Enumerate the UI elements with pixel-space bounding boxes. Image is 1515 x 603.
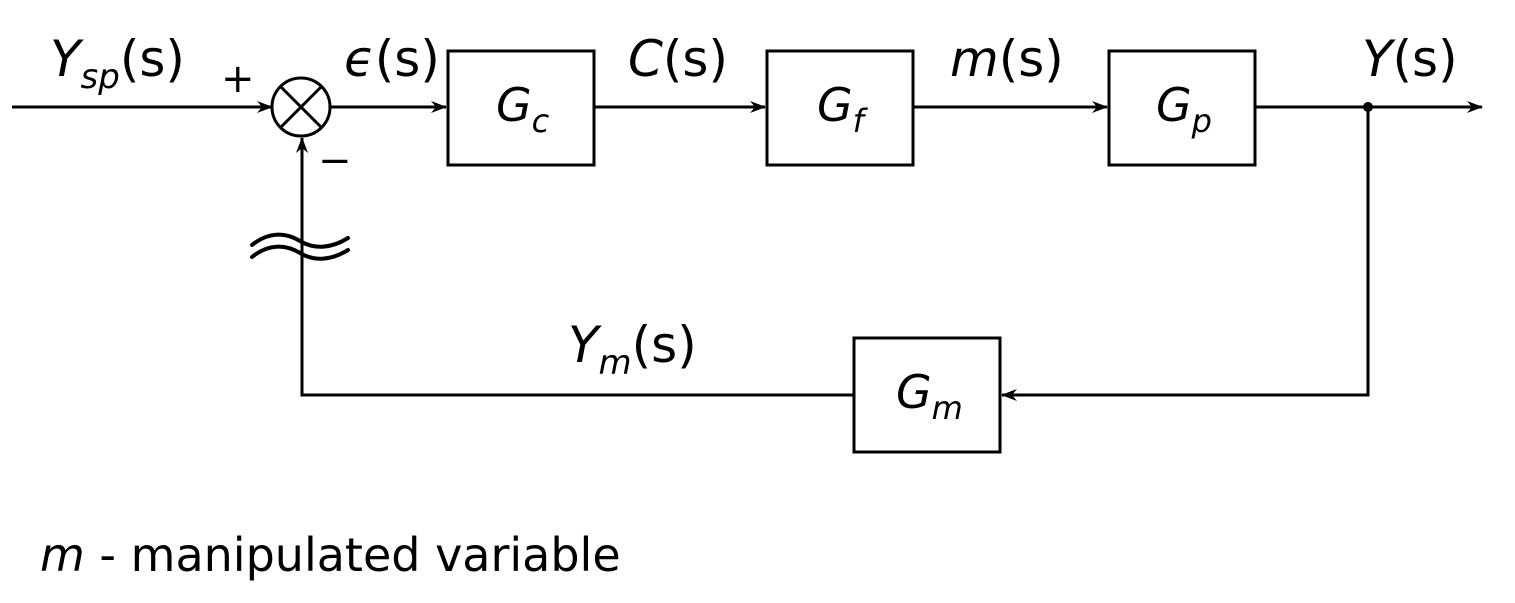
process-sub: p	[1191, 102, 1212, 140]
controller-block-label: Gc	[496, 82, 549, 137]
setpoint-arg: (s)	[119, 30, 185, 88]
feedback-path	[1001, 107, 1370, 401]
footnote-text: - manipulated variable	[84, 528, 621, 582]
controller-sub: c	[531, 102, 550, 140]
plus-sign: +	[221, 56, 255, 102]
measured-label: Ym(s)	[568, 320, 697, 380]
controller-output-label: C(s)	[628, 34, 728, 84]
error-main: ϵ	[344, 30, 375, 88]
error-label: ϵ(s)	[344, 34, 440, 84]
process-block-label: Gp	[1156, 82, 1212, 137]
manipulated-label: m(s)	[950, 34, 1064, 84]
error-arg: (s)	[374, 30, 440, 88]
measured-main: Y	[568, 316, 599, 374]
controller-output-arg: (s)	[662, 30, 728, 88]
takeoff-point	[1363, 102, 1373, 112]
final-element-block-label: Gf	[817, 82, 864, 137]
summing-junction-cross	[279, 85, 323, 129]
measured-feedback-path	[296, 137, 854, 397]
final-element-main: G	[817, 78, 853, 132]
minus-sign: −	[318, 138, 352, 184]
measurement-sub: m	[931, 389, 963, 427]
setpoint-label: Ysp(s)	[50, 34, 185, 94]
footnote-symbol: m	[40, 528, 85, 582]
measurement-block-label: Gm	[896, 369, 963, 424]
controller-output-main: C	[628, 30, 663, 88]
manipulated-arg: (s)	[998, 30, 1064, 88]
output-label: Y(s)	[1362, 34, 1458, 84]
output-arg: (s)	[1392, 30, 1458, 88]
manipulated-main: m	[950, 30, 999, 88]
controller-main: G	[496, 78, 532, 132]
output-main: Y	[1362, 30, 1393, 88]
line-break-symbol	[250, 232, 350, 261]
process-main: G	[1156, 78, 1192, 132]
measured-arg: (s)	[631, 316, 697, 374]
setpoint-sub: sp	[80, 57, 120, 97]
measurement-main: G	[896, 365, 932, 419]
final-element-sub: f	[852, 102, 864, 140]
setpoint-main: Y	[50, 30, 81, 88]
measured-sub: m	[598, 343, 632, 383]
footnote: m - manipulated variable	[40, 532, 621, 578]
